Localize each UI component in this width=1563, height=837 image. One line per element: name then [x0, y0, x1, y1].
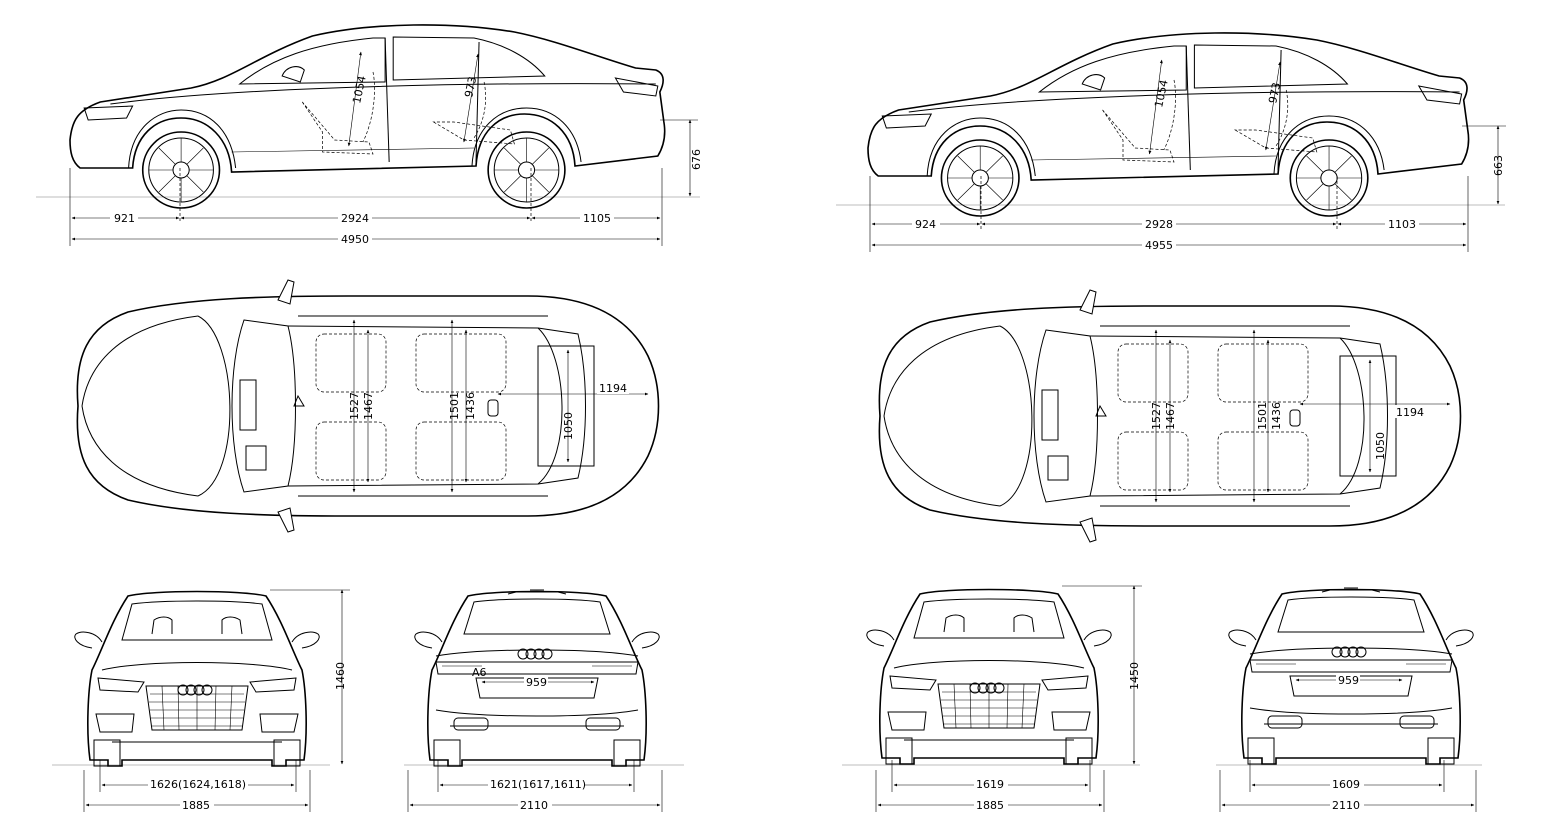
- a6-rear-height-label: 676: [690, 149, 703, 170]
- s6-front-elbow-label: 1527: [1150, 402, 1163, 430]
- a6-rear-elbow-label: 1501: [448, 392, 461, 420]
- a6-front-headroom-label: 1054: [350, 75, 369, 105]
- a6-loadsill-label: 959: [526, 676, 547, 689]
- a6-boot-length-label: 1194: [599, 382, 627, 395]
- a6-front-track-label: 1626(1624,1618): [150, 778, 246, 791]
- a6-rear-shoulder-label: 1436: [464, 392, 477, 420]
- a6-rear-overhang-label: 1105: [583, 212, 611, 225]
- s6-boot-length-label: 1194: [1396, 406, 1424, 419]
- a6-height-label: 1460: [334, 662, 347, 690]
- s6-rear-width-label: 2110: [1332, 799, 1360, 812]
- s6-rear-shoulder-label: 1436: [1270, 402, 1283, 430]
- a6-front-shoulder-label: 1467: [362, 392, 375, 420]
- a6-width-label: 1885: [182, 799, 210, 812]
- s6-front-track-label: 1619: [976, 778, 1004, 791]
- a6-rear-view: A6 959 1621(1617,1611) 2110: [404, 589, 684, 812]
- s6-rear-headroom-label: 973: [1266, 81, 1283, 104]
- a6-front-overhang-label: 921: [114, 212, 135, 225]
- a6-side-view: 676 1054 973 921 2924 1105 4950: [36, 25, 703, 246]
- a6-rear-headroom-label: 973: [462, 75, 479, 98]
- s6-side-view: 663 1054 973 924 2928 1103 4955: [836, 33, 1506, 252]
- s6-front-shoulder-label: 1467: [1164, 402, 1177, 430]
- s6-front-view: 1450 1619 1885: [842, 585, 1142, 812]
- a6-wheelbase-label: 2924: [341, 212, 369, 225]
- a6-rear-track-label: 1621(1617,1611): [490, 778, 586, 791]
- s6-wheelbase-label: 2928: [1145, 218, 1173, 231]
- a6-front-view: 1460 1626(1624,1618) 1885: [52, 589, 350, 812]
- s6-height-label: 1450: [1128, 662, 1141, 690]
- a6-boot-width-label: 1050: [562, 412, 575, 440]
- a6-front-elbow-label: 1527: [348, 392, 361, 420]
- s6-length-label: 4955: [1145, 239, 1173, 252]
- s6-top-view: 1527 1467 1501 1436 1194 1050: [879, 290, 1460, 542]
- a6-rear-badge: A6: [472, 666, 487, 679]
- s6-front-headroom-label: 1054: [1152, 79, 1171, 109]
- a6-length-label: 4950: [341, 233, 369, 246]
- s6-rear-height-label: 663: [1492, 155, 1505, 176]
- s6-front-overhang-label: 924: [915, 218, 936, 231]
- a6-top-view: 1527 1467 1501 1436 1194 1050: [77, 280, 658, 532]
- s6-rear-overhang-label: 1103: [1388, 218, 1416, 231]
- s6-loadsill-label: 959: [1338, 674, 1359, 687]
- a6-rear-width-label: 2110: [520, 799, 548, 812]
- s6-boot-width-label: 1050: [1374, 432, 1387, 460]
- s6-rear-view: 959 1609 2110: [1216, 587, 1482, 812]
- s6-rear-track-label: 1609: [1332, 778, 1360, 791]
- s6-rear-elbow-label: 1501: [1256, 402, 1269, 430]
- s6-width-label: 1885: [976, 799, 1004, 812]
